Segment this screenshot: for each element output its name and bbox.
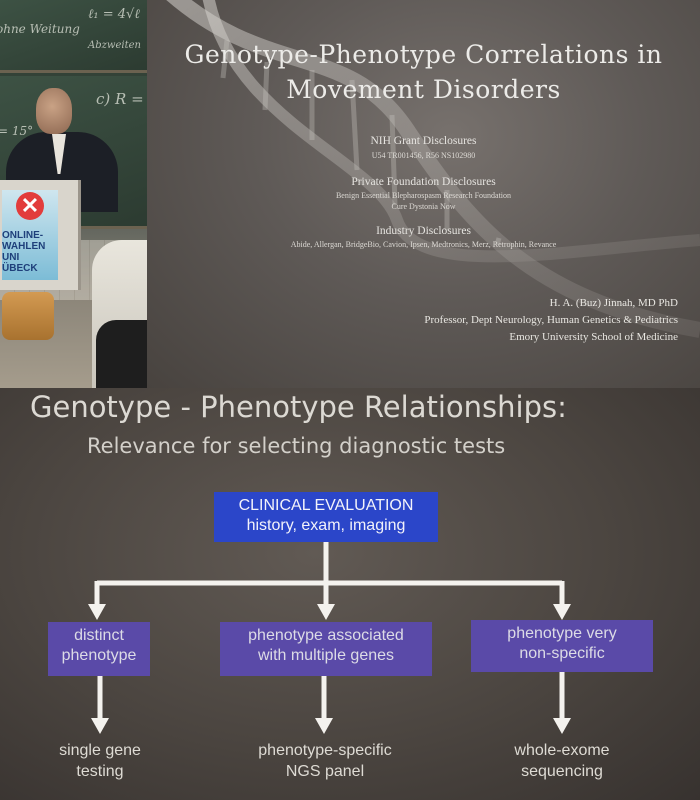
lecture-photo: ohne Weitung ℓ₁ = 4√ℓ Abzweiten c) R = =… xyxy=(0,0,147,388)
clinical-evaluation-box: CLINICAL EVALUATION history, exam, imagi… xyxy=(214,492,438,542)
audience-member-shadow xyxy=(96,320,147,388)
flowchart-slide: Genotype - Phenotype Relationships: Rele… xyxy=(0,388,700,800)
outcome-ngs-panel: phenotype-specific NGS panel xyxy=(258,742,392,780)
poster-text: ONLINE- WAHLEN UNI ÜBECK xyxy=(2,230,46,274)
branch-box-non-specific: phenotype very non-specific xyxy=(471,620,653,672)
slide-title: Genotype - Phenotype Relationships: xyxy=(30,390,567,424)
slide-title: Movement Disorders xyxy=(286,75,561,104)
election-poster: ✕ ONLINE- WAHLEN UNI ÜBECK xyxy=(2,190,58,280)
arrowhead xyxy=(88,604,106,620)
industry-detail: Abide, Allergan, BridgeBio, Cavion, Ipse… xyxy=(290,240,557,249)
private-detail: Benign Essential Blepharospasm Research … xyxy=(335,191,512,200)
arrowhead xyxy=(317,604,335,620)
industry-heading: Industry Disclosures xyxy=(376,225,471,237)
arrowhead xyxy=(91,718,109,734)
flowchart-connectors xyxy=(88,542,571,734)
private-detail: Cure Dystonia Now xyxy=(391,202,456,211)
nih-heading: NIH Grant Disclosures xyxy=(370,135,477,147)
dna-helix-image xyxy=(166,0,700,338)
private-heading: Private Foundation Disclosures xyxy=(351,176,496,188)
title-slide: Genotype-Phenotype Correlations in Movem… xyxy=(147,0,700,388)
arrowhead xyxy=(315,718,333,734)
outcome-whole-exome: whole-exome sequencing xyxy=(514,742,610,780)
slide-title: Genotype-Phenotype Correlations in xyxy=(184,40,663,69)
chalk-text: Abzweiten xyxy=(88,40,141,51)
nih-detail: U54 TR001456, R56 NS102980 xyxy=(371,151,476,160)
chalk-text: ℓ₁ = 4√ℓ xyxy=(88,7,140,22)
chalkboard-top: ohne Weitung ℓ₁ = 4√ℓ Abzweiten xyxy=(0,0,147,73)
chalk-text: c) R = xyxy=(96,90,144,108)
author-affiliation: Emory University School of Medicine xyxy=(509,331,678,343)
chalk-text: = 15° xyxy=(0,124,34,138)
speaker-head xyxy=(36,88,72,134)
chalk-text: ohne Weitung xyxy=(0,22,80,36)
branch-box-multiple-genes: phenotype associated with multiple genes xyxy=(220,622,432,676)
author-name: H. A. (Buz) Jinnah, MD PhD xyxy=(549,297,678,309)
chair xyxy=(2,292,54,340)
arrowhead xyxy=(553,604,571,620)
cross-icon: ✕ xyxy=(16,192,44,220)
arrowhead xyxy=(553,718,571,734)
slide-subtitle: Relevance for selecting diagnostic tests xyxy=(87,434,506,458)
branch-box-distinct: distinct phenotype xyxy=(48,622,150,676)
author-title: Professor, Dept Neurology, Human Genetic… xyxy=(424,314,678,326)
outcome-single-gene: single gene testing xyxy=(59,742,141,780)
